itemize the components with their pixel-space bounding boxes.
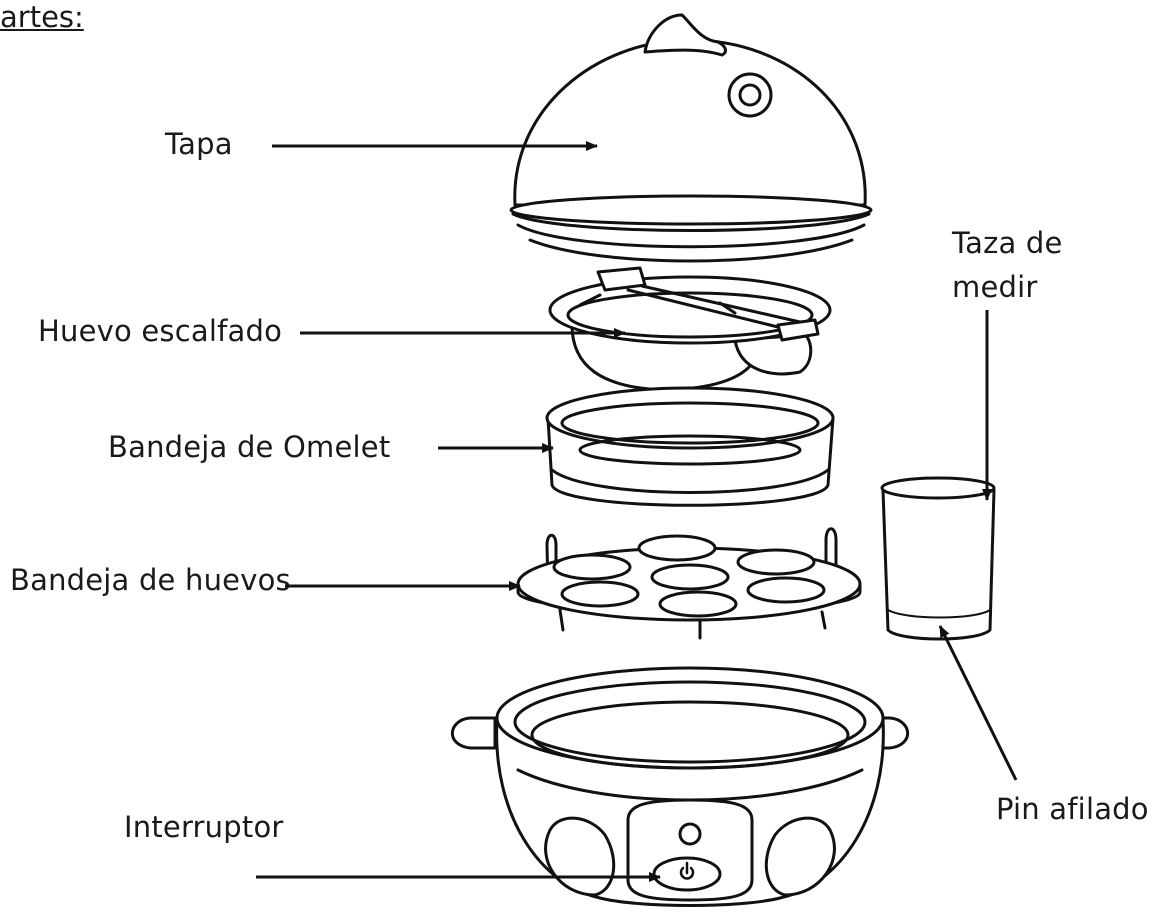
label-bandeja-omelet: Bandeja de Omelet bbox=[108, 430, 391, 464]
pointer-arrows bbox=[256, 141, 1018, 882]
label-huevo-escalfado: Huevo escalfado bbox=[38, 314, 283, 348]
arrow-pin-afilado bbox=[938, 625, 1018, 781]
egg-rack-drawing bbox=[516, 527, 862, 640]
measuring-cup-drawing bbox=[880, 476, 996, 641]
lid-drawing bbox=[509, 13, 873, 263]
parts-heading: artes: bbox=[0, 0, 84, 34]
label-taza-line2: medir bbox=[952, 270, 1038, 304]
label-taza-line1: Taza de bbox=[952, 226, 1063, 260]
label-interruptor: Interruptor bbox=[124, 810, 284, 844]
poached-egg-tray-drawing bbox=[548, 266, 832, 392]
label-pin-afilado: Pin afilado bbox=[996, 792, 1149, 826]
label-tapa: Tapa bbox=[165, 127, 233, 161]
base-drawing bbox=[450, 666, 910, 907]
label-bandeja-huevos: Bandeja de huevos bbox=[10, 563, 291, 597]
omelet-tray-drawing bbox=[545, 386, 835, 507]
